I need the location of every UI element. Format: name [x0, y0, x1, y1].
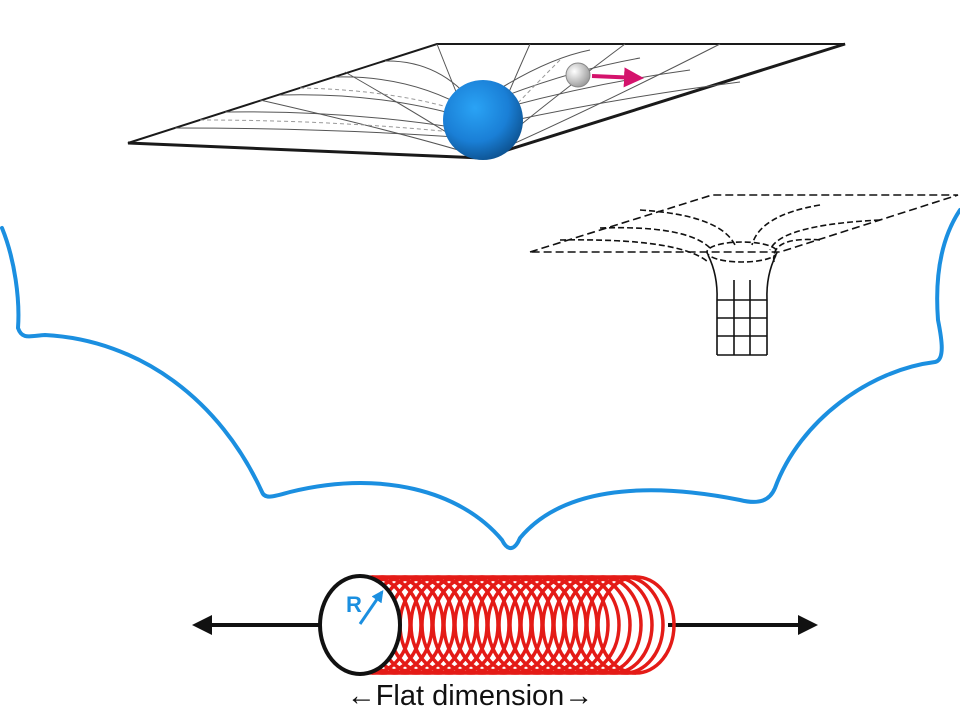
- compact-dimension-coils: [332, 575, 676, 675]
- flat-dimension-caption: ←Flat dimension→: [346, 680, 594, 712]
- mass-sphere: [443, 80, 523, 160]
- small-body: [565, 62, 591, 88]
- motion-arrow: [591, 67, 644, 88]
- spacetime-boundary-curve: [0, 208, 960, 550]
- coil-outline: [372, 575, 636, 675]
- funnel-grid: [529, 194, 959, 356]
- radius-label: R: [346, 592, 362, 617]
- cylinder-end-cap: R: [318, 574, 402, 676]
